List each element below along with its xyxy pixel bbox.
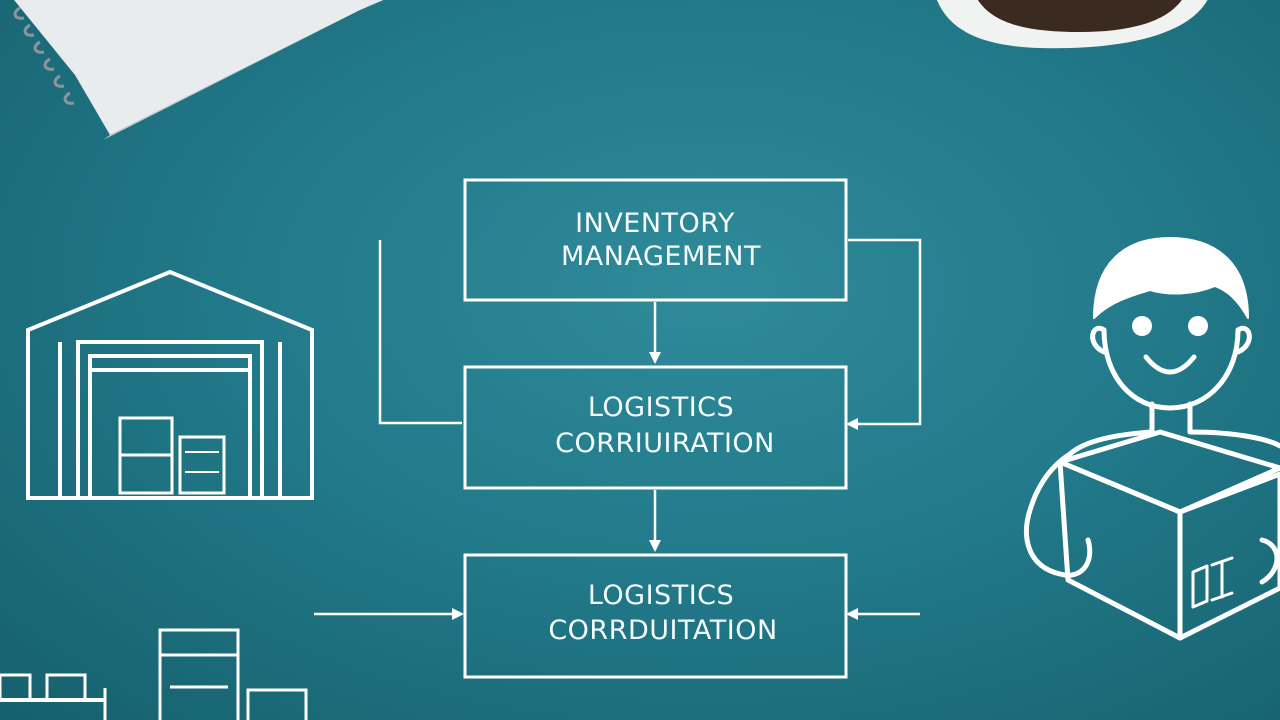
box-line-2: MANAGEMENT — [561, 241, 761, 272]
box-line-1: LOGISTICS — [588, 580, 734, 611]
diagram-box-logistics-corriuiration: LOGISTICS CORRIUIRATION — [463, 365, 848, 490]
box-line-2: CORRIUIRATION — [555, 428, 775, 459]
box-line-1: INVENTORY — [575, 208, 735, 239]
box-line-2: CORRDUITATION — [548, 615, 777, 646]
box-line-1: LOGISTICS — [588, 392, 734, 423]
diagram-box-inventory-management: INVENTORY MANAGEMENT — [463, 178, 848, 302]
connectors — [314, 238, 922, 620]
diagram-box-logistics-corrduitation: LOGISTICS CORRDUITATION — [463, 553, 848, 679]
shelving-icon — [0, 628, 308, 720]
person-with-box-icon — [1024, 237, 1280, 641]
notebook-decoration — [13, 0, 384, 140]
warehouse-icon — [26, 269, 314, 500]
plant-pot-decoration — [937, 0, 1208, 49]
